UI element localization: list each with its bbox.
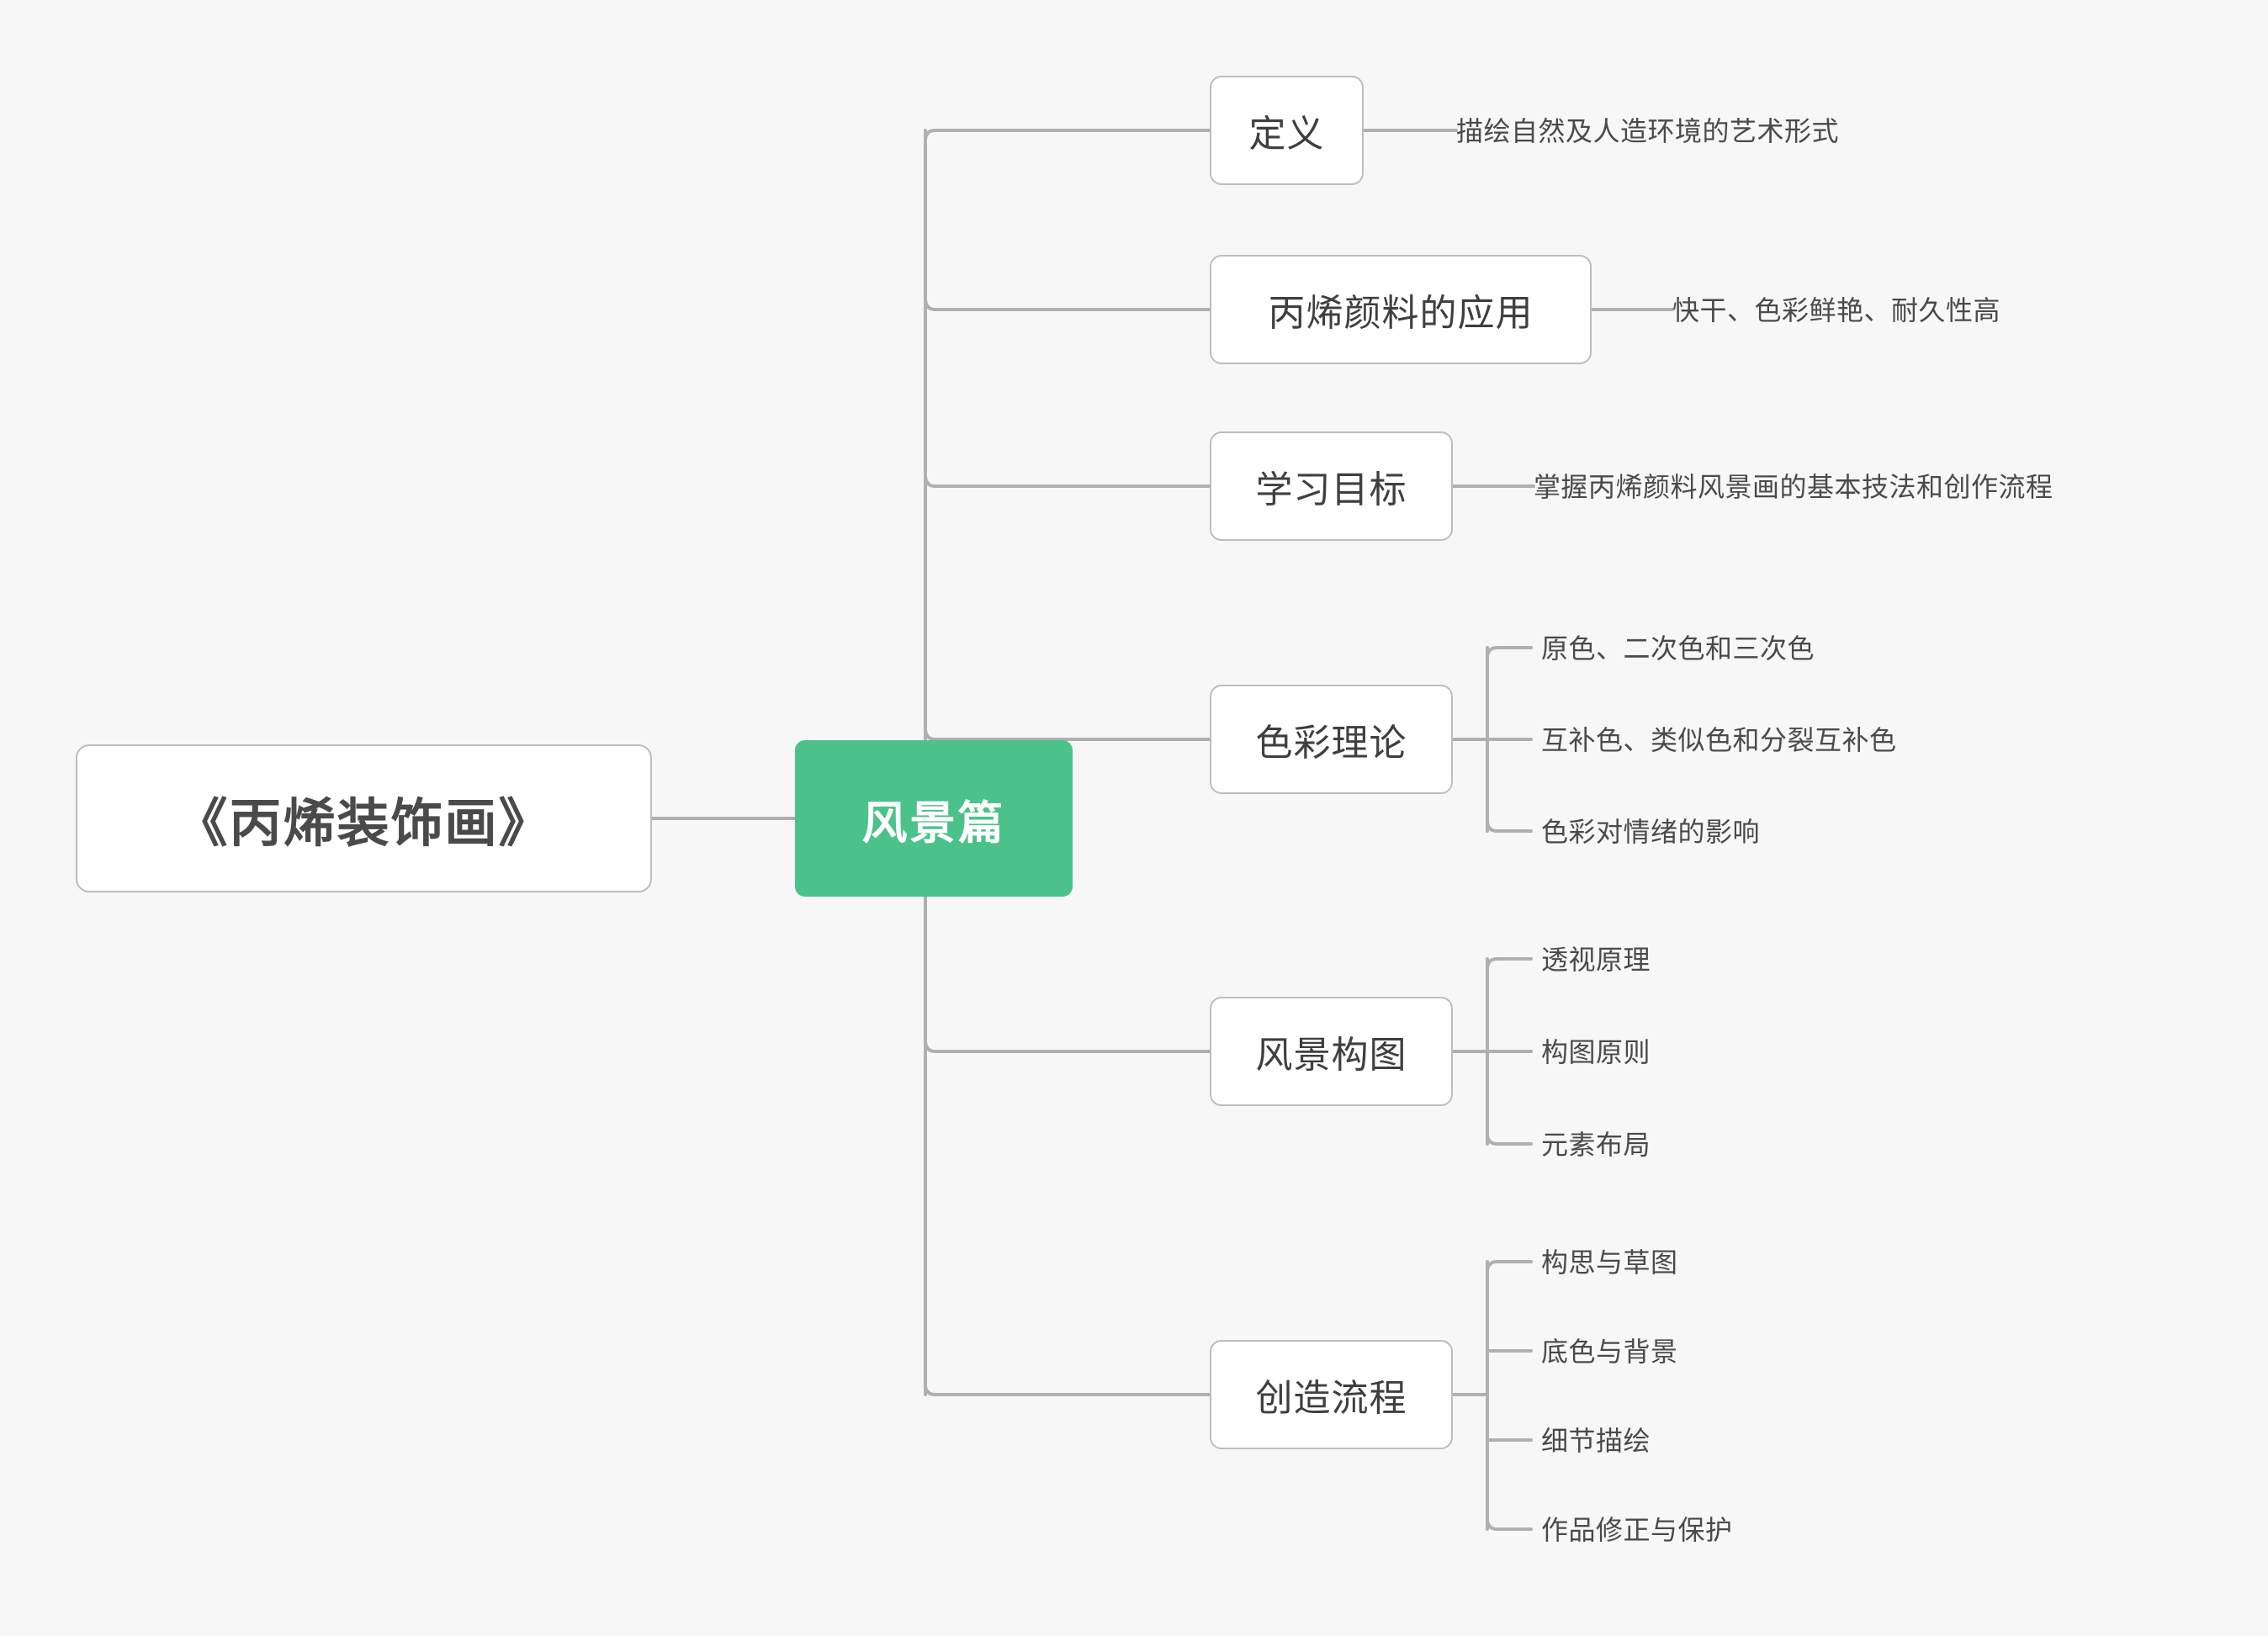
branch-node-label: 学习目标 xyxy=(1255,469,1407,511)
leaf-label: 构图原则 xyxy=(1541,1037,1651,1067)
link-spine-to-branch-2 xyxy=(924,474,1211,488)
center-node[interactable]: 风景篇 xyxy=(795,740,1073,897)
link-spine-to-branch-3 xyxy=(924,727,1211,741)
branch-note-text: 快干、色彩鲜艳、耐久性高 xyxy=(1672,295,2001,326)
leaf-label: 互补色、类似色和分裂互补色 xyxy=(1541,725,1897,755)
leaf-label: 细节描绘 xyxy=(1541,1426,1651,1456)
leaf-item[interactable]: 互补色、类似色和分裂互补色 xyxy=(1541,727,1897,754)
branch-node-label: 风景构图 xyxy=(1255,1035,1407,1076)
branch-note-acrylic-application: 快干、色彩鲜艳、耐久性高 xyxy=(1672,297,2000,324)
branch-node-landscape-composition[interactable]: 风景构图 xyxy=(1210,997,1453,1106)
leaf-item[interactable]: 细节描绘 xyxy=(1541,1427,1651,1454)
leaf-item[interactable]: 透视原理 xyxy=(1541,946,1651,973)
branch-node-color-theory[interactable]: 色彩理论 xyxy=(1210,685,1453,794)
leaf-item[interactable]: 构思与草图 xyxy=(1541,1249,1678,1276)
branch-note-text: 掌握丙烯颜料风景画的基本技法和创作流程 xyxy=(1534,472,2053,502)
leaf-item[interactable]: 构图原则 xyxy=(1541,1039,1651,1066)
link-branch-4-child-0 xyxy=(1486,957,1533,971)
link-branch-5-child-0 xyxy=(1486,1260,1533,1273)
leaf-item[interactable]: 作品修正与保护 xyxy=(1541,1517,1733,1543)
link-branch-5-child-3 xyxy=(1486,1517,1533,1531)
link-spine-to-branch-5 xyxy=(924,1383,1211,1396)
branch-node-label: 创造流程 xyxy=(1255,1378,1407,1419)
leaf-label: 透视原理 xyxy=(1541,945,1651,975)
link-spine-to-branch-1 xyxy=(924,297,1211,311)
link-branch-3-child-2 xyxy=(1486,819,1533,833)
leaf-label: 构思与草图 xyxy=(1541,1247,1678,1278)
branch-node-label: 色彩理论 xyxy=(1255,723,1407,764)
branch-node-definition[interactable]: 定义 xyxy=(1210,76,1364,185)
branch-node-acrylic-application[interactable]: 丙烯颜料的应用 xyxy=(1210,255,1592,364)
leaf-label: 作品修正与保护 xyxy=(1541,1515,1733,1545)
link-branch-3-child-0 xyxy=(1486,646,1533,659)
link-branch-4-child-2 xyxy=(1486,1132,1533,1146)
leaf-label: 原色、二次色和三次色 xyxy=(1541,633,1815,664)
leaf-item[interactable]: 色彩对情绪的影响 xyxy=(1541,818,1760,845)
branch-node-label: 定义 xyxy=(1248,114,1325,155)
leaf-label: 元素布局 xyxy=(1541,1130,1651,1160)
branch-node-label: 丙烯颜料的应用 xyxy=(1268,293,1534,334)
leaf-item[interactable]: 底色与背景 xyxy=(1541,1338,1678,1365)
root-node-label: 《丙烯装饰画》 xyxy=(175,795,553,853)
root-node[interactable]: 《丙烯装饰画》 xyxy=(76,744,652,892)
leaf-item[interactable]: 原色、二次色和三次色 xyxy=(1541,635,1815,662)
branch-note-learning-goal: 掌握丙烯颜料风景画的基本技法和创作流程 xyxy=(1534,474,2053,500)
branch-note-definition: 描绘自然及人造环境的艺术形式 xyxy=(1456,118,1839,145)
branch-note-text: 描绘自然及人造环境的艺术形式 xyxy=(1456,116,1840,146)
leaf-label: 色彩对情绪的影响 xyxy=(1541,817,1761,847)
branch-node-creation-process[interactable]: 创造流程 xyxy=(1210,1340,1453,1449)
link-spine-to-branch-0 xyxy=(924,129,1211,149)
leaf-label: 底色与背景 xyxy=(1541,1337,1678,1367)
leaf-item[interactable]: 元素布局 xyxy=(1541,1131,1651,1158)
branch-node-learning-goal[interactable]: 学习目标 xyxy=(1210,432,1453,541)
center-node-label: 风景篇 xyxy=(861,797,1006,849)
link-spine-to-branch-4 xyxy=(924,1039,1211,1053)
